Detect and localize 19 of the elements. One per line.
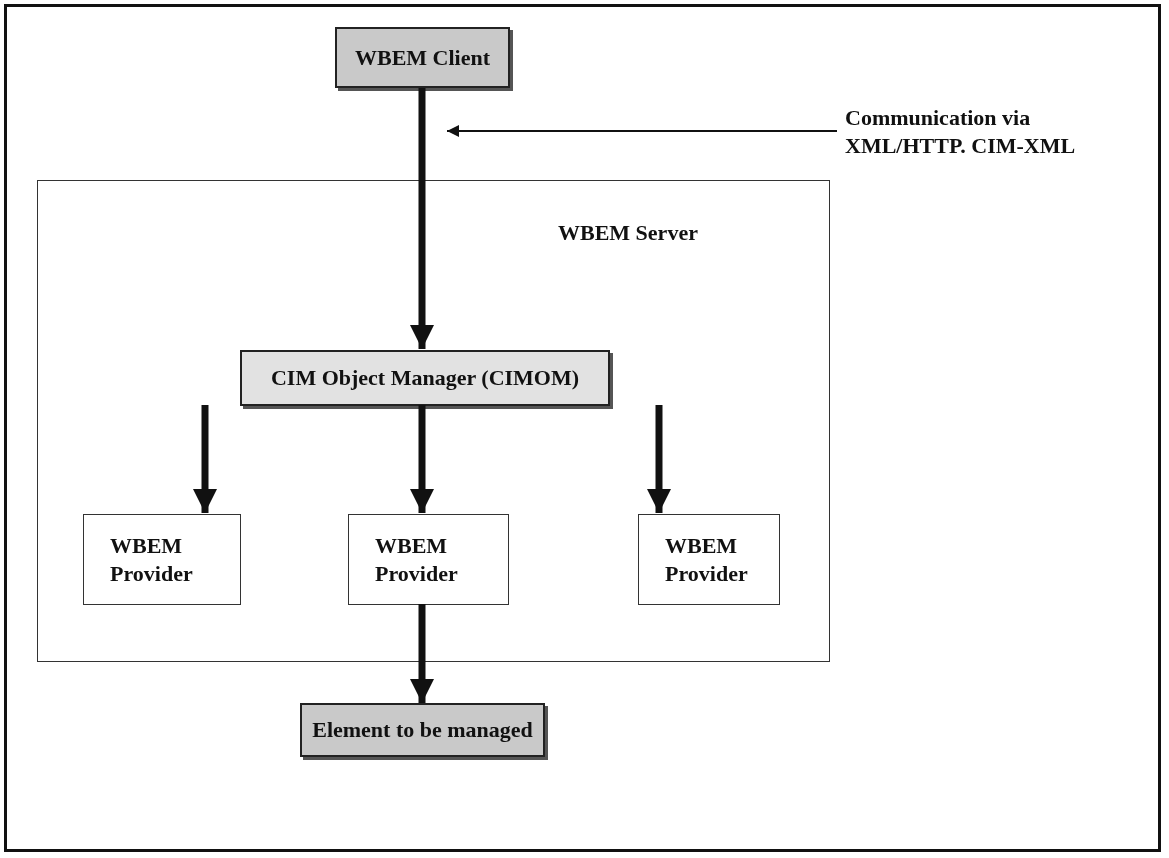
- process-box: [300, 703, 545, 757]
- group-title: WBEM Server: [558, 219, 698, 247]
- box-label: WBEM Client: [354, 43, 491, 72]
- arrow: [410, 88, 434, 349]
- box-label: CIM Object Manager (CIMOM): [270, 364, 580, 392]
- leader-arrow: [446, 125, 838, 137]
- box-label: WBEM Provider: [375, 531, 459, 588]
- provider-box: [83, 514, 241, 605]
- server-container: [37, 180, 830, 662]
- arrow: [410, 405, 434, 513]
- box-label: WBEM Provider: [110, 531, 194, 588]
- process-box: [335, 27, 510, 88]
- provider-box: [348, 514, 509, 605]
- box-label: WBEM Provider: [665, 531, 749, 588]
- annotation-text: Communication via XML/HTTP. CIM-XML: [845, 104, 1145, 164]
- process-box: [240, 350, 610, 406]
- provider-box: [638, 514, 780, 605]
- arrow: [410, 604, 434, 703]
- box-label: Element to be managed: [312, 716, 533, 744]
